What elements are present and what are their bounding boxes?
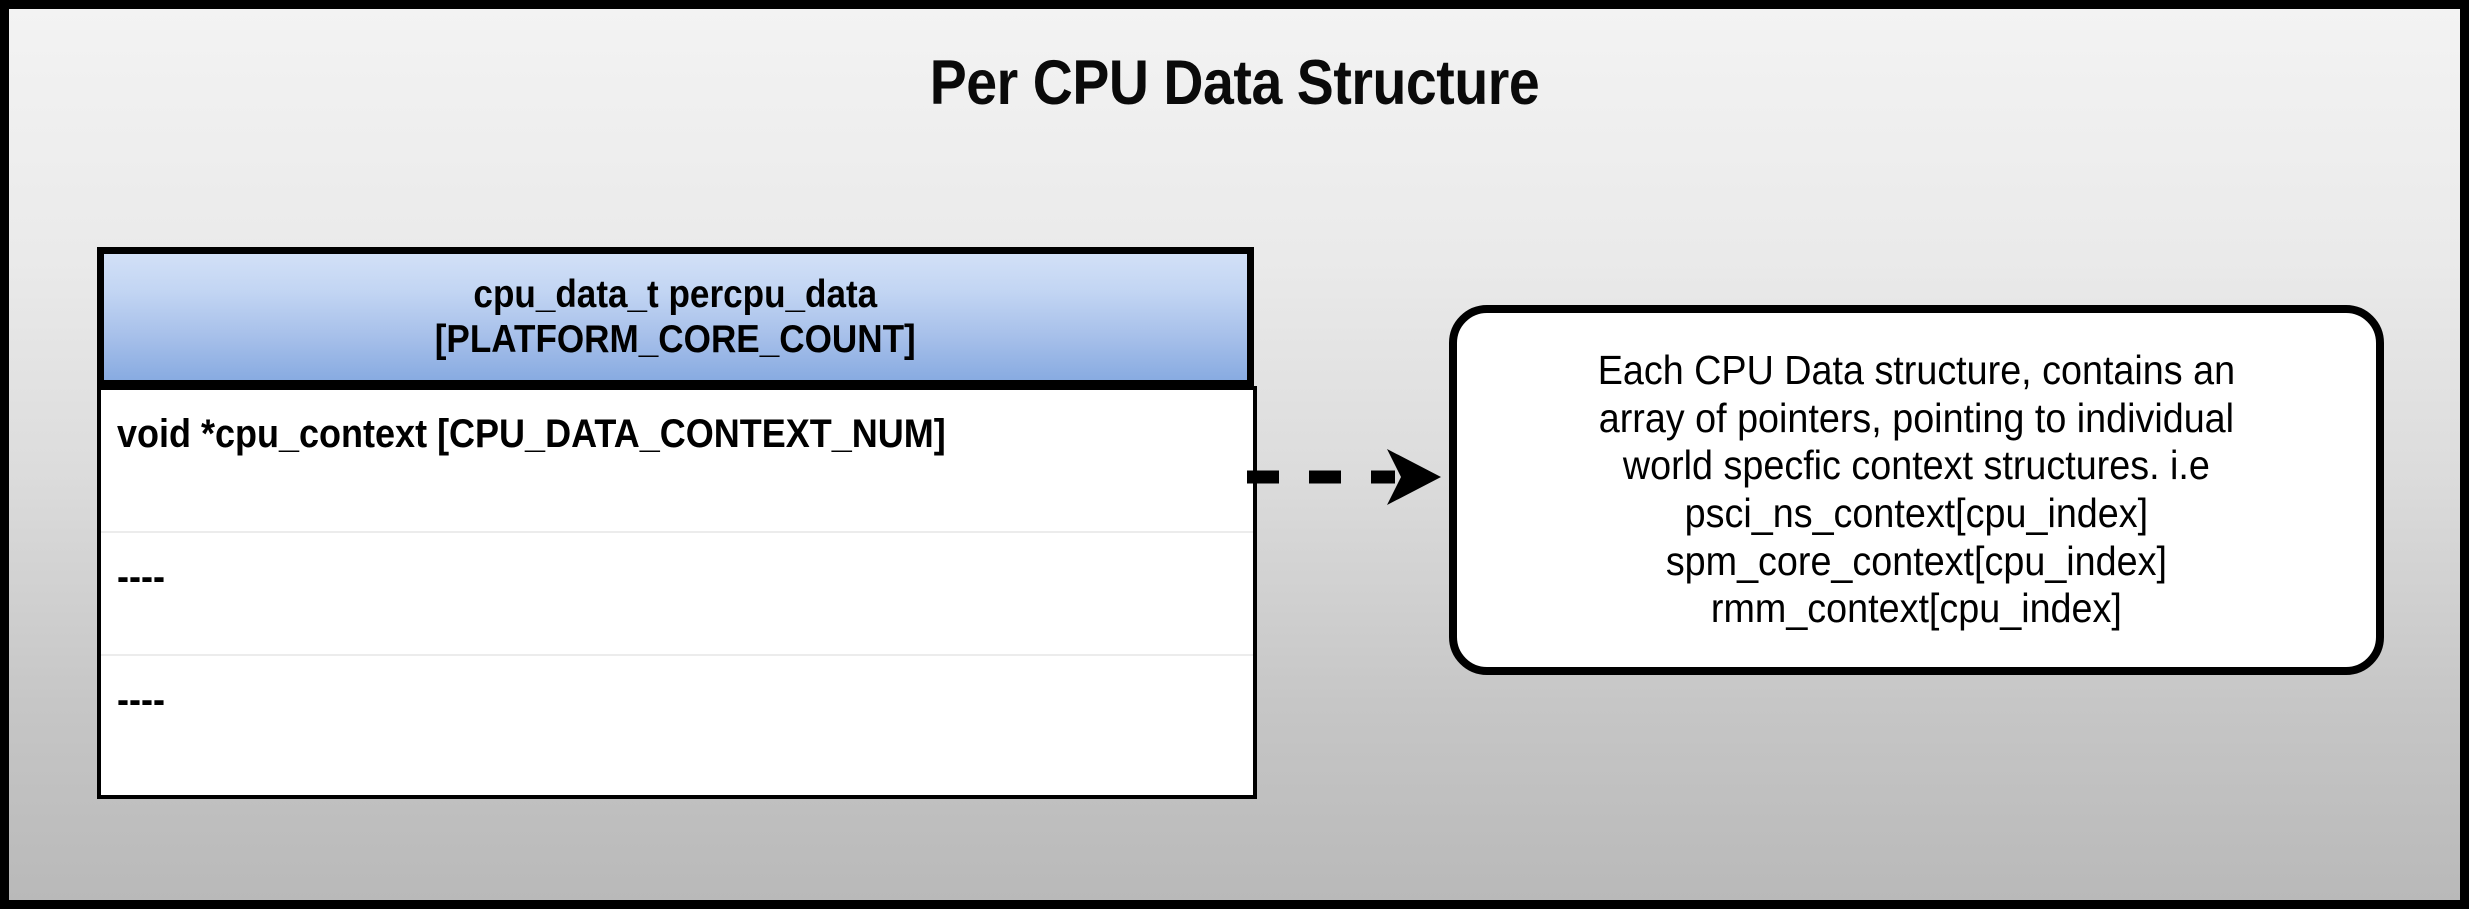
struct-header: cpu_data_t percpu_data [PLATFORM_CORE_CO… [97,247,1254,387]
table-row: void *cpu_context [CPU_DATA_CONTEXT_NUM] [101,390,1253,531]
struct-field-placeholder-2: ---- [117,678,165,722]
table-row: ---- [101,531,1253,654]
callout-line-6: rmm_context[cpu_index] [1711,585,2122,632]
page-title: Per CPU Data Structure [929,48,1540,118]
callout-line-4: psci_ns_context[cpu_index] [1684,490,2149,536]
table-row: ---- [101,654,1253,795]
percpu-data-struct-table: cpu_data_t percpu_data [PLATFORM_CORE_CO… [97,247,1257,799]
callout-line-5: spm_core_context[cpu_index] [1665,537,2168,584]
struct-body: void *cpu_context [CPU_DATA_CONTEXT_NUM]… [97,386,1257,799]
callout-note-text: Each CPU Data structure, contains an arr… [1598,347,2235,632]
struct-header-line-1: cpu_data_t percpu_data [473,273,878,316]
struct-header-line-2: [PLATFORM_CORE_COUNT] [435,318,916,361]
struct-field-cpu-context: void *cpu_context [CPU_DATA_CONTEXT_NUM] [117,412,946,456]
callout-line-2: array of pointers, pointing to individua… [1598,394,2235,441]
callout-line-1: Each CPU Data structure, contains an [1597,347,2236,394]
callout-note: Each CPU Data structure, contains an arr… [1449,305,2384,675]
callout-line-3: world specfic context structures. i.e [1623,442,2210,489]
dashed-arrow-connector [1245,439,1445,515]
struct-field-placeholder-1: ---- [117,555,165,599]
dashed-arrow-icon [1247,449,1441,505]
